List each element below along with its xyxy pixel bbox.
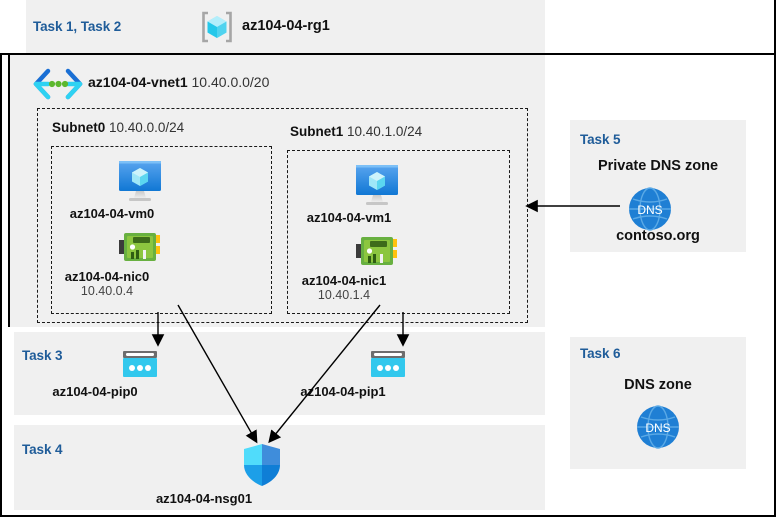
- resource-group-header: Task 1, Task 2 az104-04-rg1: [26, 0, 545, 53]
- public-ip-address-icon: [120, 349, 160, 379]
- network-interface-icon: [355, 232, 399, 270]
- public-ip-address-icon: [368, 349, 408, 379]
- nic0-label: az104-04-nic0: [64, 269, 150, 284]
- subnet0-container: [51, 146, 272, 314]
- private-dns-zone-title: Private DNS zone: [597, 158, 719, 174]
- private-dns-zone-name: contoso.org: [616, 228, 700, 244]
- vm0-label: az104-04-vm0: [69, 206, 155, 221]
- nic1-node[interactable]: az104-04-nic1 10.40.1.4: [302, 232, 409, 302]
- subnet0-title: Subnet0 10.40.0.0/24: [52, 120, 184, 135]
- virtual-machine-icon: [115, 159, 165, 203]
- vnet-title: az104-04-vnet1 10.40.0.0/20: [88, 74, 269, 90]
- resource-group-name: az104-04-rg1: [242, 18, 330, 34]
- nic0-node[interactable]: az104-04-nic0 10.40.0.4: [65, 228, 172, 298]
- vm0-node[interactable]: az104-04-vm0: [70, 159, 172, 221]
- network-security-group-shield-icon: [240, 443, 284, 487]
- pip1-node[interactable]: az104-04-pip1: [300, 349, 408, 399]
- subnet1-cidr: 10.40.1.0/24: [347, 124, 423, 139]
- task3-panel: [14, 332, 545, 415]
- task5-panel: [570, 120, 746, 252]
- svg-text:DNS: DNS: [645, 421, 670, 435]
- virtual-machine-icon: [352, 163, 402, 207]
- subnet1-title: Subnet1 10.40.1.0/24: [290, 124, 422, 139]
- nic0-ip: 10.40.0.4: [80, 284, 134, 298]
- dns-globe-icon: DNS: [626, 185, 674, 233]
- pip0-label: az104-04-pip0: [52, 384, 138, 399]
- network-interface-icon: [118, 228, 162, 266]
- pip1-label: az104-04-pip1: [300, 384, 386, 399]
- pip0-node[interactable]: az104-04-pip0: [52, 349, 160, 399]
- nic1-label: az104-04-nic1: [301, 273, 387, 288]
- dns-zone-title: DNS zone: [624, 377, 692, 393]
- task3-label: Task 3: [22, 348, 63, 363]
- dns-zone-node[interactable]: DNS: [634, 403, 682, 451]
- nsg-node[interactable]: az104-04-nsg01: [156, 443, 284, 506]
- resource-group-cube-icon: [198, 8, 236, 46]
- task6-label: Task 6: [580, 346, 621, 361]
- vm1-label: az104-04-vm1: [306, 210, 392, 225]
- subnet1-container: [287, 150, 510, 314]
- resource-group-panel: [26, 0, 545, 53]
- virtual-network-icon: [32, 68, 84, 100]
- vnet-address-space: 10.40.0.0/20: [191, 74, 270, 90]
- subnet0-cidr: 10.40.0.0/24: [109, 120, 185, 135]
- vnet-name: az104-04-vnet1: [88, 74, 188, 90]
- task5-label: Task 5: [580, 132, 621, 147]
- subnet1-name: Subnet1: [290, 124, 344, 139]
- nsg-label: az104-04-nsg01: [155, 491, 253, 506]
- task4-label: Task 4: [22, 442, 63, 457]
- vm1-node[interactable]: az104-04-vm1: [307, 163, 409, 225]
- resource-group-task-label: Task 1, Task 2: [33, 19, 122, 34]
- private-dns-zone-node[interactable]: DNS: [622, 185, 678, 233]
- svg-text:DNS: DNS: [637, 203, 662, 217]
- dns-globe-icon: DNS: [634, 403, 682, 451]
- nic1-ip: 10.40.1.4: [317, 288, 371, 302]
- subnet0-name: Subnet0: [52, 120, 106, 135]
- vnet-panel: [8, 53, 545, 327]
